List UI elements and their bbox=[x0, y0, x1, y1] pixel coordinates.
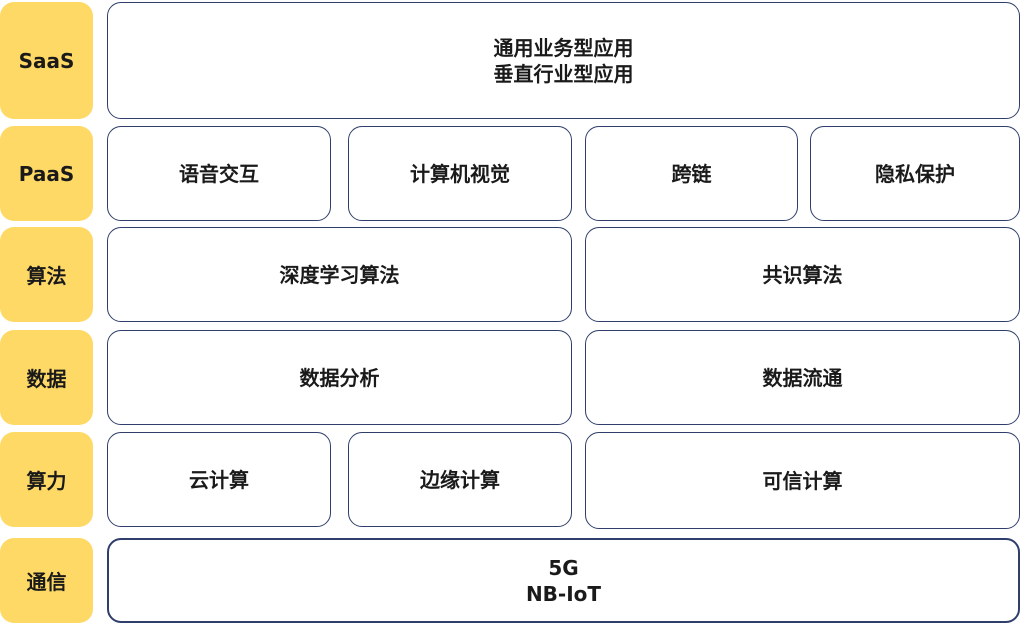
compute-box-edge: 边缘计算 bbox=[348, 432, 572, 527]
paas-box-privacy: 隐私保护 bbox=[810, 126, 1020, 221]
algo-box-consensus: 共识算法 bbox=[585, 227, 1020, 322]
algo-box-deeplearning: 深度学习算法 bbox=[107, 227, 572, 322]
layer-label-comm-text: 通信 bbox=[26, 570, 67, 594]
paas-box-voice: 语音交互 bbox=[107, 126, 331, 221]
data-item-analysis: 数据分析 bbox=[299, 365, 380, 390]
layer-label-saas: SaaS bbox=[0, 2, 93, 119]
comm-item-nbiot: NB-IoT bbox=[525, 581, 602, 606]
layer-label-data-text: 数据 bbox=[26, 367, 67, 391]
compute-box-cloud: 云计算 bbox=[107, 432, 331, 527]
paas-item-vision: 计算机视觉 bbox=[410, 161, 510, 186]
paas-item-voice: 语音交互 bbox=[179, 161, 259, 186]
layer-label-comm: 通信 bbox=[0, 538, 93, 623]
data-box-circulation: 数据流通 bbox=[585, 330, 1020, 425]
layer-label-algo-text: 算法 bbox=[26, 264, 67, 288]
data-item-circulation: 数据流通 bbox=[762, 365, 843, 390]
algo-item-consensus: 共识算法 bbox=[762, 262, 843, 287]
paas-item-crosschain: 跨链 bbox=[671, 161, 712, 186]
layer-label-algo: 算法 bbox=[0, 227, 93, 322]
layer-label-data: 数据 bbox=[0, 330, 93, 425]
comm-box: 5G NB-IoT bbox=[107, 538, 1020, 623]
paas-item-privacy: 隐私保护 bbox=[875, 161, 955, 186]
paas-box-vision: 计算机视觉 bbox=[348, 126, 572, 221]
layer-label-compute: 算力 bbox=[0, 432, 93, 527]
comm-item-5g: 5G bbox=[548, 555, 579, 580]
saas-item-vertical: 垂直行业型应用 bbox=[493, 61, 634, 86]
compute-item-cloud: 云计算 bbox=[189, 467, 249, 492]
layer-label-paas: PaaS bbox=[0, 126, 93, 221]
compute-box-trusted: 可信计算 bbox=[585, 432, 1020, 529]
compute-item-edge: 边缘计算 bbox=[420, 467, 500, 492]
data-box-analysis: 数据分析 bbox=[107, 330, 572, 425]
saas-item-general: 通用业务型应用 bbox=[493, 35, 634, 60]
compute-item-trusted: 可信计算 bbox=[762, 468, 843, 493]
saas-box: 通用业务型应用 垂直行业型应用 bbox=[107, 2, 1020, 119]
paas-box-crosschain: 跨链 bbox=[585, 126, 798, 221]
layer-label-compute-text: 算力 bbox=[26, 469, 67, 493]
algo-item-deeplearning: 深度学习算法 bbox=[279, 262, 400, 287]
layer-label-paas-text: PaaS bbox=[18, 161, 75, 186]
layer-label-saas-text: SaaS bbox=[18, 48, 75, 73]
